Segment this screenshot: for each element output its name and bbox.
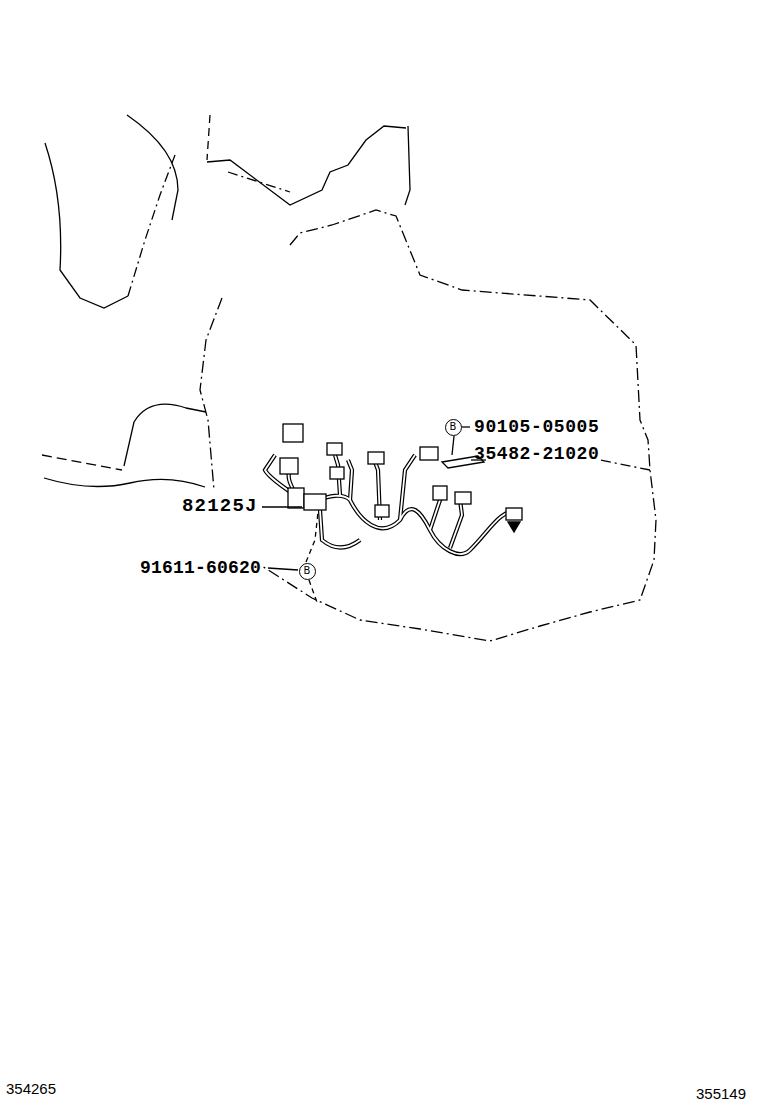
- body-outline: [42, 115, 656, 641]
- reference-letter: B: [304, 566, 311, 576]
- part-number: 35482-21020: [474, 445, 599, 463]
- leader-lines: [262, 427, 486, 605]
- figure-number: 355149: [696, 1086, 746, 1101]
- wire-harness: [265, 424, 522, 554]
- part-number: 90105-05005: [474, 418, 599, 436]
- part-number: 91611-60620: [140, 559, 261, 577]
- circled-letter: B: [445, 419, 462, 436]
- reference-letter: B: [450, 422, 457, 432]
- figure-number: 354265: [6, 1081, 56, 1096]
- circled-letter: B: [299, 563, 316, 580]
- part-number: 82125J: [182, 497, 258, 516]
